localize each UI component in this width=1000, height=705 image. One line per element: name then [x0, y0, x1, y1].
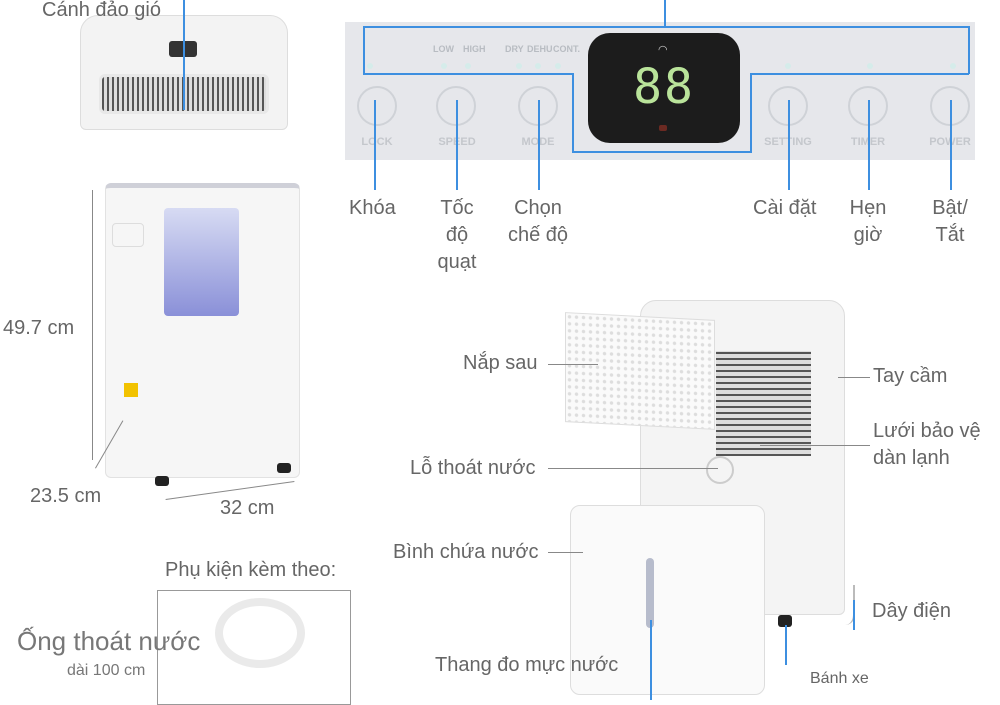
label-water-gauge: Thang đo mực nước: [435, 654, 619, 676]
label-line: Chọn: [514, 197, 562, 219]
label-line: quạt: [437, 251, 477, 273]
label-line: giờ: [853, 224, 883, 246]
label-line: Lưới bảo vệ: [873, 420, 981, 442]
wifi-icon: ◠: [658, 44, 668, 56]
label-hose-length: dài 100 cm: [67, 662, 146, 679]
indicator-low: LOW: [433, 44, 454, 54]
label-wheels: Bánh xe: [810, 670, 869, 687]
label-power-cord: Dây điện: [872, 600, 951, 622]
label-lock: Khóa: [349, 197, 396, 219]
wheel: [778, 615, 792, 627]
indicator-dehu: DEHU: [527, 44, 553, 54]
handle-slot: [112, 223, 144, 247]
alarm-icon: [659, 125, 667, 131]
label-line: chế độ: [507, 224, 569, 246]
indicator-high: HIGH: [463, 44, 486, 54]
front-control-label: [164, 208, 239, 316]
label-setting: Cài đặt: [753, 197, 817, 219]
label-line: dàn lạnh: [873, 447, 950, 469]
indicator-cont: CONT.: [553, 44, 580, 54]
drain-hose-image: [215, 598, 305, 668]
dimension-depth: 23.5 cm: [30, 485, 102, 507]
label-mode-select: Chọn chế độ: [497, 195, 579, 249]
label-fan-speed: Tốc độ quạt: [427, 195, 487, 276]
warning-sticker: [124, 383, 138, 397]
filter-grille: [716, 351, 811, 456]
label-line: Tốc: [440, 197, 474, 219]
led-display: ◠ 88: [588, 33, 740, 143]
setting-label: SETTING: [753, 136, 823, 148]
label-water-tank: Bình chứa nước: [393, 541, 539, 563]
label-line: Bật/: [932, 197, 968, 219]
back-cover: [565, 312, 715, 430]
wheel: [155, 476, 169, 486]
dimension-height: 49.7 cm: [3, 317, 75, 339]
water-tank: [570, 505, 765, 695]
water-level-gauge: [646, 558, 654, 628]
lock-label: LOCK: [361, 136, 393, 148]
indicator-dry: DRY: [505, 44, 524, 54]
label-power: Bật/ Tắt: [920, 195, 980, 249]
label-filter-grille: Lưới bảo vệ dàn lạnh: [873, 418, 981, 472]
label-timer: Hẹn giờ: [838, 195, 898, 249]
power-cord: [835, 585, 855, 625]
dimension-width: 32 cm: [220, 497, 275, 519]
label-line: Hẹn: [849, 197, 887, 219]
label-line: Tắt: [935, 224, 965, 246]
lock-button-icon: [357, 86, 397, 126]
wheel: [277, 463, 291, 473]
display-digits: 88: [633, 59, 695, 115]
timer-label: TIMER: [833, 136, 903, 148]
drain-hole: [706, 456, 734, 484]
label-back-cover: Nắp sau: [463, 352, 538, 374]
accessories-title: Phụ kiện kèm theo:: [165, 559, 337, 581]
device-front-photo: [105, 183, 300, 478]
label-wind-flap: Cánh đảo gió: [42, 0, 161, 21]
label-drain-hose: Ống thoát nước: [17, 626, 201, 656]
label-handle: Tay cầm: [873, 365, 948, 387]
label-line: độ: [445, 224, 469, 246]
label-drain-hole: Lỗ thoát nước: [410, 457, 536, 479]
